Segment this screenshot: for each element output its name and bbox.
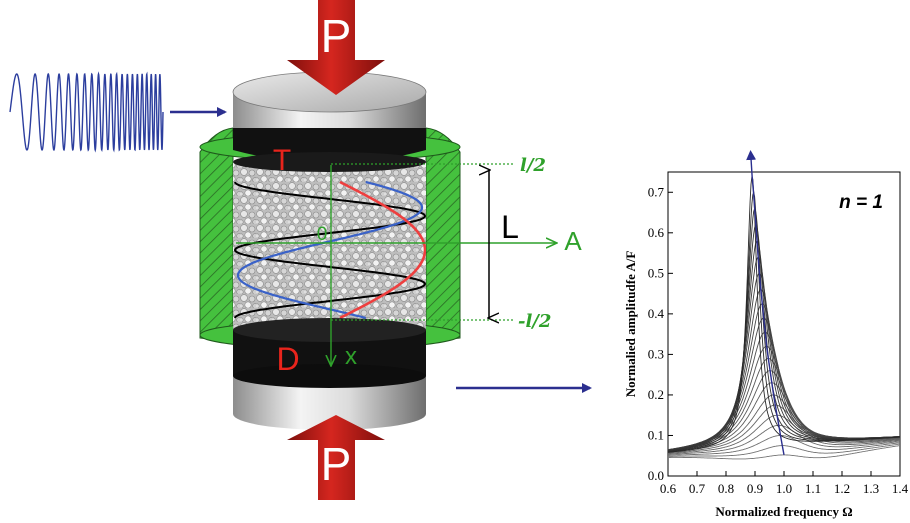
response-curve: [667, 414, 901, 455]
y-tick-label: 0.1: [648, 427, 664, 442]
mode-wave-black: [233, 181, 426, 319]
response-curve: [667, 176, 900, 453]
response-curve: [667, 394, 901, 453]
y-tick-label: 0.5: [648, 265, 664, 280]
y-tick-label: 0.6: [648, 225, 665, 240]
response-curve: [668, 424, 901, 455]
origin-label: 0: [317, 224, 328, 245]
load-bottom-label: P: [321, 438, 352, 490]
upper-bound-label: l/2: [520, 155, 546, 176]
response-curve: [667, 443, 901, 457]
x-tick-label: 0.7: [689, 481, 706, 496]
mode-wave-blue: [236, 180, 424, 320]
x-tick-label: 1.2: [834, 481, 850, 496]
load-top-label: P: [321, 10, 352, 62]
x-tick-label: 1.4: [892, 481, 909, 496]
x-axis-title: Normalized frequency Ω: [715, 504, 852, 519]
amplitude-axis-label: A: [564, 226, 582, 256]
chart-frame: [667, 171, 901, 477]
x-axis-label: x: [345, 343, 357, 370]
length-label: L: [501, 209, 519, 245]
response-curve: [668, 435, 901, 456]
chirp-wave-icon: [9, 71, 164, 153]
y-tick-label: 0.0: [648, 468, 664, 483]
peak-trace: [746, 150, 785, 456]
y-tick-label: 0.3: [648, 346, 664, 361]
x-tick-label: 0.8: [718, 481, 734, 496]
x-ticks: 0.6 0.7 0.8 0.9 1.0 1.1 1.2 1.3 1.4: [660, 471, 909, 496]
bottom-platen: [233, 318, 426, 430]
mode-wave-red: [339, 180, 426, 320]
specimen-column: [233, 152, 426, 332]
response-curves: [667, 176, 901, 460]
chart-annotation: n = 1: [839, 192, 883, 213]
top-platen: [232, 71, 427, 163]
x-tick-label: 1.3: [863, 481, 879, 496]
x-tick-label: 1.0: [776, 481, 792, 496]
bottom-cap-label: D: [276, 341, 299, 377]
x-tick-label: 0.6: [660, 481, 677, 496]
x-tick-label: 0.9: [747, 481, 763, 496]
y-tick-label: 0.7: [648, 184, 665, 199]
resonance-chart: 0.6 0.7 0.8 0.9 1.0 1.1 1.2 1.3 1.4 0.0 0.1 0.2 0.3…: [623, 150, 909, 519]
load-arrow-bottom: P: [287, 415, 385, 500]
y-axis-title: Normalied amplitudfe A/F: [623, 251, 638, 398]
y-tick-label: 0.2: [648, 387, 664, 402]
x-tick-label: 1.1: [805, 481, 821, 496]
lower-bound-label: -l/2: [518, 311, 551, 332]
top-cap-label: T: [273, 144, 291, 177]
load-arrow-top: P: [287, 0, 385, 95]
y-ticks: 0.0 0.1 0.2 0.3 0.4 0.5 0.6 0.7: [648, 184, 673, 483]
y-tick-label: 0.4: [648, 306, 665, 321]
response-curve: [667, 382, 900, 453]
